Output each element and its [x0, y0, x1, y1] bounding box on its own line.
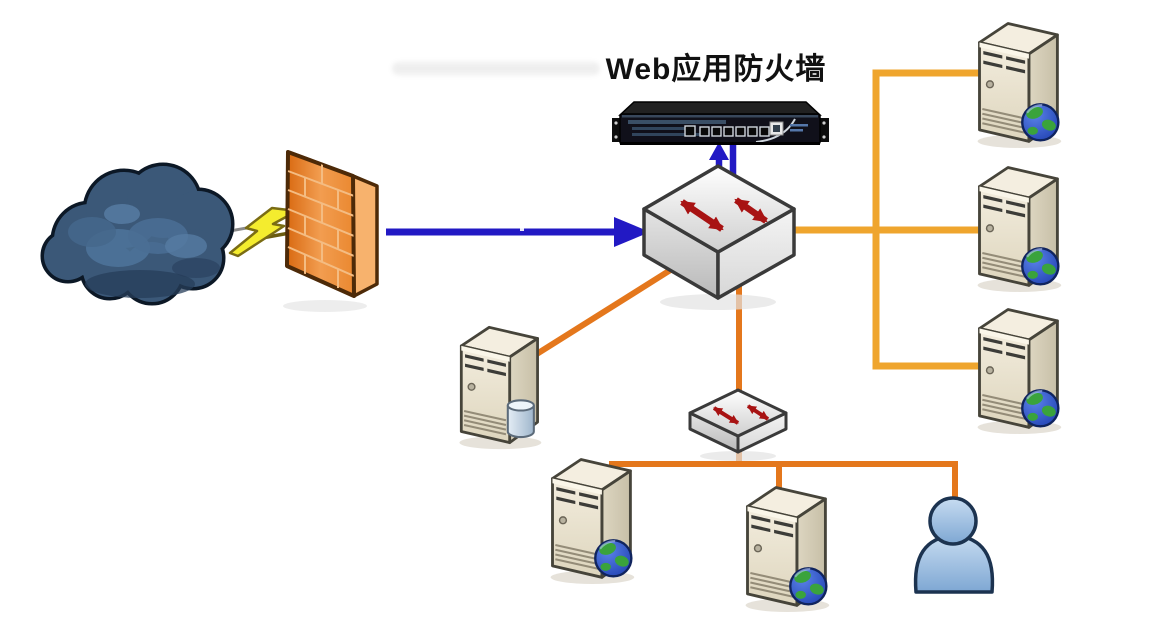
line-notch [520, 226, 524, 231]
appliance-top-face [618, 101, 822, 116]
firewall-front-face [285, 150, 356, 298]
web-server-bottom-right [978, 310, 1062, 434]
blue-up-arrowhead [709, 142, 729, 160]
waf-appliance [612, 101, 829, 145]
access-switch-shadow [700, 451, 776, 461]
diagram-title: Web应用防火墙 [605, 53, 827, 86]
firewall-brick-pattern [287, 164, 354, 288]
appliance-top-trim [622, 115, 818, 118]
person-head [928, 496, 978, 546]
appliance-label-text-line [790, 124, 808, 127]
perimeter-firewall [283, 150, 379, 312]
orange-link-core-to-database [527, 259, 685, 362]
core-switch [642, 164, 796, 310]
web-server-bottom-middle [746, 488, 830, 612]
appliance-ports [684, 125, 770, 137]
appliance-display-strips [628, 120, 726, 136]
web-server-top-right [978, 24, 1062, 148]
switch-traffic-arrows [680, 197, 768, 232]
blue-arrowhead [614, 217, 650, 247]
internet-cloud [40, 162, 235, 306]
core-switch-shadow [660, 294, 776, 310]
firewall-side-face [351, 174, 379, 298]
access-switch [688, 388, 788, 461]
blue-arrow-firewall-to-core [386, 217, 650, 247]
gold-links-core-to-right-servers [791, 69, 996, 370]
firewall-shadow [283, 300, 367, 312]
client-user [913, 496, 995, 594]
switch-traffic-arrows [712, 404, 770, 425]
web-server-middle-right [978, 168, 1062, 292]
cloud-shading [68, 204, 220, 298]
database-server [459, 327, 541, 449]
web-server-bottom-left [551, 460, 635, 584]
erased-text-artifact [392, 62, 600, 75]
